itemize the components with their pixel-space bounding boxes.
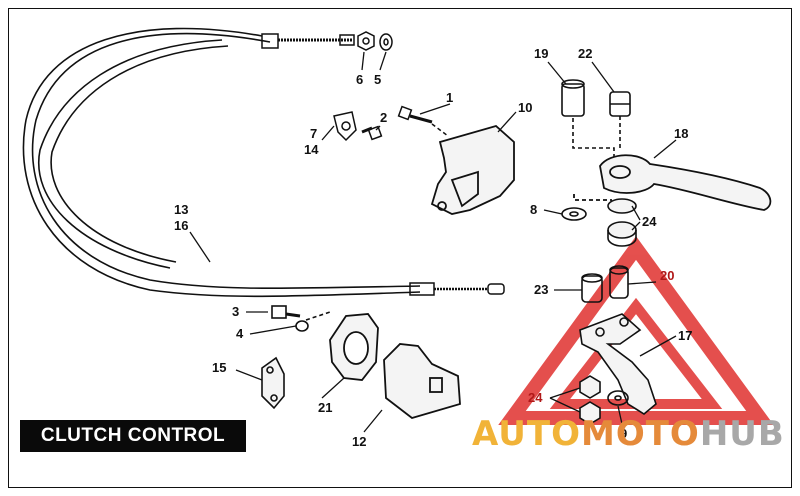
callout-5: 5 xyxy=(374,72,381,87)
callout-14: 14 xyxy=(304,142,319,157)
callout-17: 17 xyxy=(678,328,692,343)
callout-2: 2 xyxy=(380,110,387,125)
callout-7: 7 xyxy=(310,126,317,141)
washer-5 xyxy=(379,33,393,51)
pin-23 xyxy=(581,273,603,303)
callout-19: 19 xyxy=(534,46,548,61)
clamp-housing-12 xyxy=(383,343,461,419)
cable-clamp xyxy=(333,111,357,142)
callout-1: 1 xyxy=(446,90,453,105)
screw-2 xyxy=(361,125,383,141)
callout-13: 13 xyxy=(174,202,188,217)
callout-23: 23 xyxy=(534,282,548,297)
pivot-pin-22 xyxy=(609,91,631,148)
callout-9: 9 xyxy=(620,426,627,441)
diagram-frame xyxy=(8,8,792,488)
callout-22: 22 xyxy=(578,46,592,61)
watermark-part-moto: MOTO xyxy=(580,414,700,454)
lever-bracket-10 xyxy=(430,124,515,215)
cable-strap-15 xyxy=(261,356,285,410)
bushings-24-upper xyxy=(607,198,637,247)
callout-8: 8 xyxy=(530,202,537,217)
callout-20: 20 xyxy=(660,268,674,283)
nut-6 xyxy=(357,31,375,51)
watermark-logo: AUTOMOTOHUB xyxy=(472,414,785,454)
nuts-24-lower xyxy=(579,375,601,425)
callout-16: 16 xyxy=(174,218,188,233)
callout-labels: 1 2 3 4 5 6 7 8 9 10 12 13 14 15 16 17 1… xyxy=(174,46,692,449)
cable-lower-end xyxy=(409,282,505,296)
callout-12: 12 xyxy=(352,434,366,449)
screw-3 xyxy=(271,305,331,321)
actuating-arm-17 xyxy=(579,313,657,415)
clutch-lever-18 xyxy=(573,154,772,211)
watermark-part-auto: AUTO xyxy=(472,414,581,454)
callout-4: 4 xyxy=(236,326,244,341)
screw-1 xyxy=(397,105,449,137)
cable-upper-end xyxy=(261,33,355,49)
washer-9 xyxy=(607,390,629,406)
washer-8 xyxy=(561,207,587,221)
handlebar-clamp-21 xyxy=(329,313,379,381)
clutch-cable xyxy=(22,27,421,298)
callout-21: 21 xyxy=(318,400,332,415)
callout-15: 15 xyxy=(212,360,226,375)
callout-10: 10 xyxy=(518,100,532,115)
callout-24-lower: 24 xyxy=(528,390,543,405)
pin-20 xyxy=(609,265,629,299)
callout-6: 6 xyxy=(356,72,363,87)
callout-24-upper: 24 xyxy=(642,214,657,229)
leader-lines xyxy=(189,51,677,433)
watermark-part-hub: HUB xyxy=(699,414,785,454)
callout-3: 3 xyxy=(232,304,239,319)
pivot-pin-19 xyxy=(561,79,615,160)
diagram-title: CLUTCH CONTROL xyxy=(20,420,246,452)
washer-4 xyxy=(295,320,309,332)
callout-18: 18 xyxy=(674,126,688,141)
diagram-title-text: CLUTCH CONTROL xyxy=(40,425,226,446)
